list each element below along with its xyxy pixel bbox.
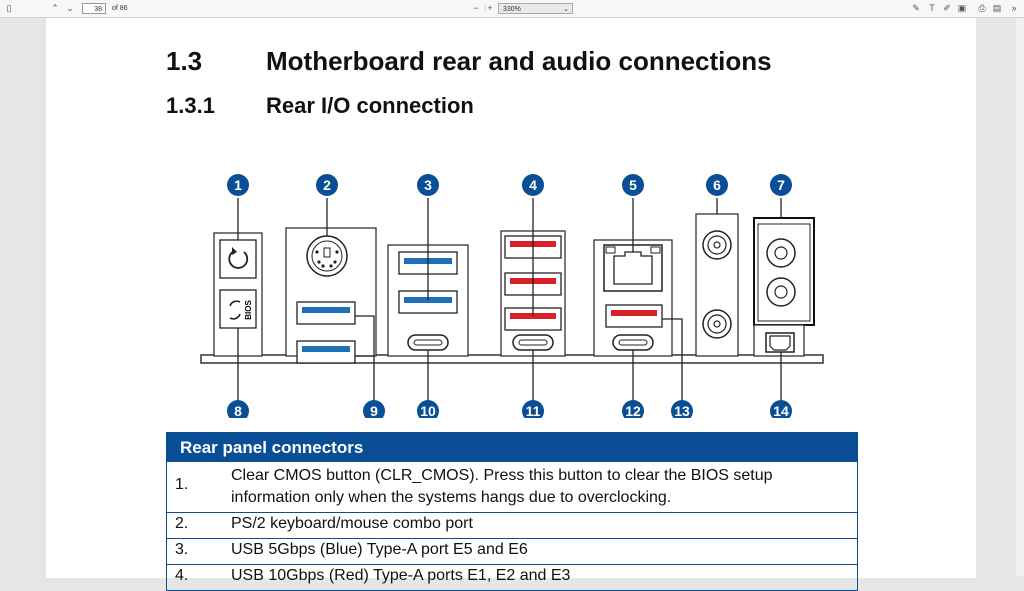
callout-badge <box>622 174 644 196</box>
callout-number: 10 <box>420 403 436 418</box>
zoom-out-icon[interactable]: − <box>473 3 479 13</box>
save-icon[interactable]: ▤ <box>992 3 1002 13</box>
next-page-icon[interactable]: ⌄ <box>66 3 74 13</box>
callout-number: 8 <box>234 403 242 418</box>
refresh-icon <box>228 250 249 269</box>
row-text: PS/2 keyboard/mouse combo port <box>231 515 473 532</box>
callout-badge <box>227 174 249 196</box>
optical-spdif-port <box>765 332 795 353</box>
callout-badge <box>770 400 792 418</box>
clr-cmos-button <box>219 239 257 279</box>
table-header: Rear panel connectors <box>166 432 858 462</box>
table-row: 2. PS/2 keyboard/mouse combo port <box>166 513 858 539</box>
table-row: 3. USB 5Gbps (Blue) Type-A port E5 and E… <box>166 539 858 565</box>
callout-number: 1 <box>234 177 242 193</box>
viewer-toolbar: ▯ ⌃ ⌄ 38 of 86 − | + 330% ⌄ ✎ T ✐ ▣ ⎙ ▤ » <box>0 0 1024 18</box>
rear-io-diagram: BIOS <box>200 174 824 418</box>
callout-number: 7 <box>777 177 785 193</box>
row-number: 3. <box>175 541 189 558</box>
zoom-select[interactable]: 330% ⌄ <box>498 3 573 14</box>
row-text: USB 10Gbps (Red) Type-A ports E1, E2 and… <box>231 567 571 584</box>
sidebar-toggle-icon[interactable]: ▯ <box>6 3 12 13</box>
callout-badge <box>706 174 728 196</box>
row-number: 1. <box>175 476 189 493</box>
page-total-label: of 86 <box>112 5 128 12</box>
flashback-icon <box>229 300 241 320</box>
row-number: 2. <box>175 515 189 532</box>
callout-number: 14 <box>773 403 789 418</box>
callout-badge <box>417 174 439 196</box>
callout-number: 11 <box>526 403 541 418</box>
callout-badge <box>316 174 338 196</box>
subsection-title: Rear I/O connection <box>266 93 474 118</box>
row-text: Clear CMOS button (CLR_CMOS). Press this… <box>231 467 773 484</box>
row-text: USB 5Gbps (Blue) Type-A port E5 and E6 <box>231 541 528 558</box>
print-icon[interactable]: ⎙ <box>978 3 986 13</box>
bios-label: BIOS <box>244 300 253 320</box>
callout-number: 6 <box>713 177 721 193</box>
toolbar-divider: | <box>484 5 486 12</box>
callout-number: 9 <box>370 403 378 418</box>
table-row: 1. Clear CMOS button (CLR_CMOS). Press t… <box>166 462 858 513</box>
callout-badge <box>363 400 385 418</box>
table-row: 4. USB 10Gbps (Red) Type-A ports E1, E2 … <box>166 565 858 591</box>
callout-badge <box>522 174 544 196</box>
highlight-icon[interactable]: ✐ <box>943 3 951 13</box>
text-icon[interactable]: T <box>929 3 935 13</box>
callout-badge <box>417 400 439 418</box>
callout-number: 3 <box>424 177 432 193</box>
callout-badge <box>671 400 693 418</box>
rear-panel-table: Rear panel connectors 1. Clear CMOS butt… <box>166 432 858 591</box>
section-number: 1.3 <box>166 46 203 76</box>
subsection-number: 1.3.1 <box>166 93 215 118</box>
zoom-value: 330% <box>503 6 521 13</box>
callout-number: 12 <box>625 403 641 418</box>
more-icon[interactable]: » <box>1011 3 1017 13</box>
prev-page-icon[interactable]: ⌃ <box>51 3 59 13</box>
callout-number: 13 <box>674 403 690 418</box>
callout-number: 2 <box>323 177 331 193</box>
callout-number: 5 <box>629 177 637 193</box>
row-text: information only when the systems hangs … <box>231 489 672 506</box>
row-number: 4. <box>175 567 189 584</box>
callout-number: 4 <box>529 177 537 193</box>
chevron-down-icon: ⌄ <box>563 6 569 13</box>
callout-badge <box>770 174 792 196</box>
draw-icon[interactable]: ✎ <box>912 3 920 13</box>
callout-badge <box>622 400 644 418</box>
callout-badge <box>522 400 544 418</box>
section-title: Motherboard rear and audio connections <box>266 46 772 76</box>
vertical-scrollbar[interactable] <box>1016 18 1024 576</box>
image-icon[interactable]: ▣ <box>957 3 967 13</box>
document-page: 1.3 Motherboard rear and audio connectio… <box>46 18 976 591</box>
zoom-in-icon[interactable]: + <box>487 3 493 13</box>
page-number-input[interactable]: 38 <box>82 3 106 14</box>
callout-badge <box>227 400 249 418</box>
